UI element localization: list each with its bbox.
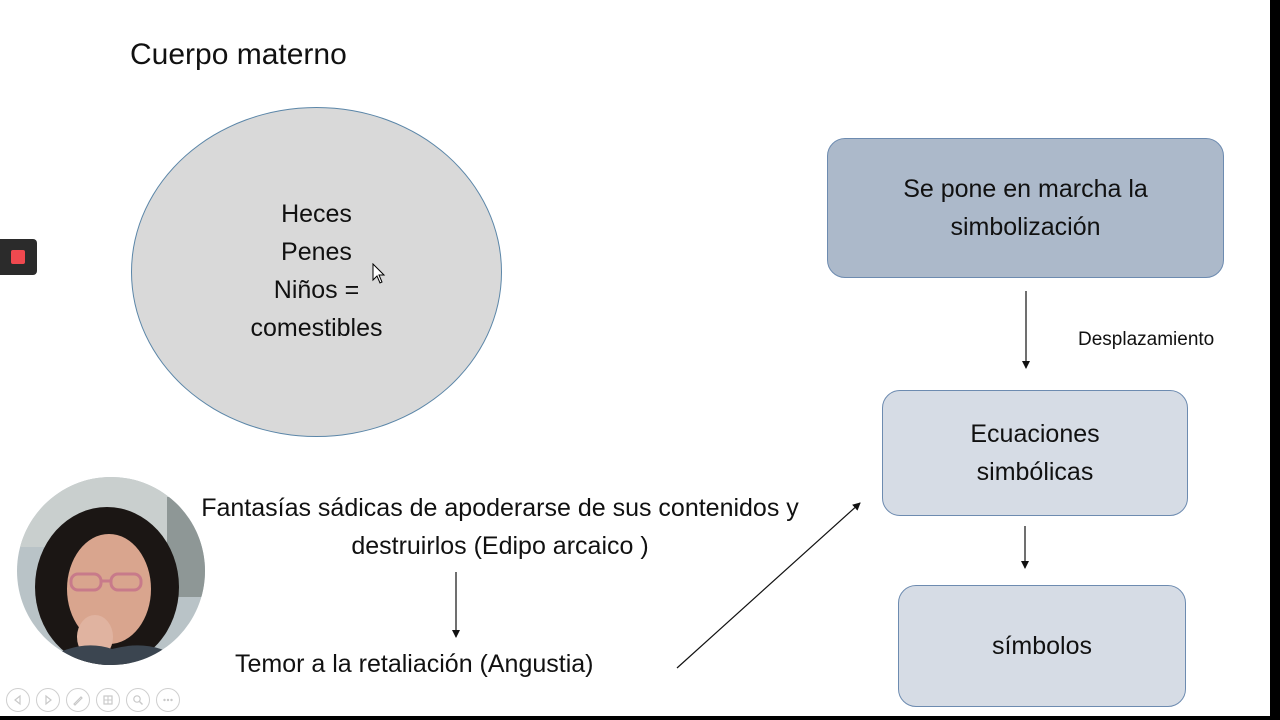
webcam-presenter-bubble: [17, 477, 205, 665]
slideshow-controls: [6, 688, 180, 712]
presenter-video: [17, 477, 205, 665]
more-icon[interactable]: [156, 688, 180, 712]
slide-title: Cuerpo materno: [130, 38, 347, 71]
next-icon[interactable]: [36, 688, 60, 712]
box-simbolos-label: símbolos: [991, 632, 1093, 660]
fantasias-text: Fantasías sádicas de apoderarse de sus c…: [140, 489, 860, 565]
temor-text: Temor a la retaliación (Angustia): [235, 650, 594, 678]
ellipse-line-penes: Penes: [281, 238, 352, 266]
box-ecuaciones-line-2: simbólicas: [976, 458, 1094, 486]
box-simbolizacion-line-1: Se pone en marcha la: [903, 175, 1148, 203]
ellipse-text: Heces Penes Niños = comestibles: [131, 195, 502, 347]
mother-body-ellipse: [131, 107, 502, 437]
pen-icon[interactable]: [66, 688, 90, 712]
box-simbolizacion: Se pone en marcha la simbolización: [827, 138, 1224, 278]
fantasias-line-2: destruirlos (Edipo arcaico ): [351, 532, 649, 560]
record-stop-icon: [11, 250, 25, 264]
mouse-pointer-icon: [372, 263, 386, 284]
box-simbolos: símbolos: [898, 585, 1186, 707]
box-ecuaciones-simbolicas: Ecuaciones simbólicas: [882, 390, 1188, 516]
zoom-icon[interactable]: [126, 688, 150, 712]
fantasias-line-1: Fantasías sádicas de apoderarse de sus c…: [201, 494, 799, 522]
box-simbolizacion-line-2: simbolización: [950, 213, 1101, 241]
ellipse-line-heces: Heces: [281, 200, 352, 228]
ellipse-line-comestibles: comestibles: [250, 314, 383, 342]
arrow-temor-to-ecuaciones: [676, 502, 861, 669]
box-ecuaciones-line-1: Ecuaciones: [970, 420, 1100, 448]
ellipse-line-ninos: Niños =: [273, 276, 360, 304]
desplazamiento-label: Desplazamiento: [1078, 329, 1215, 350]
slides-icon[interactable]: [96, 688, 120, 712]
previous-icon[interactable]: [6, 688, 30, 712]
record-stop-button[interactable]: [0, 239, 37, 275]
